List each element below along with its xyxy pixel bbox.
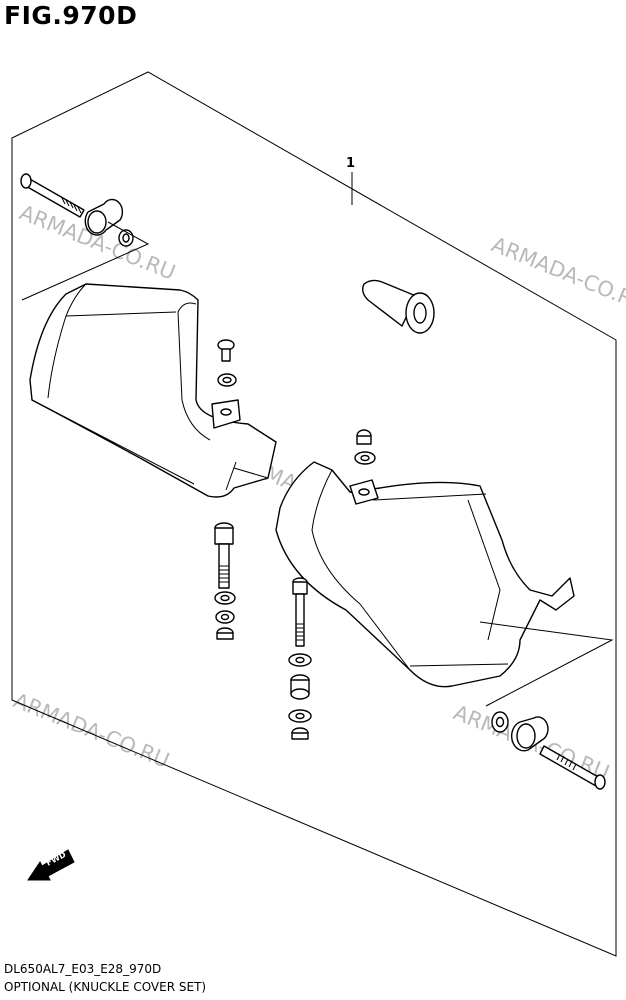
bushing-left	[214, 591, 236, 605]
bushing-right	[290, 674, 310, 700]
assembly-frame	[11, 71, 617, 957]
watermark: ARMADA-CO.RU	[10, 688, 173, 772]
watermark: ARMADA-CO.RU	[488, 232, 626, 316]
washer-left-lower	[215, 610, 235, 624]
stud-bolt-left	[214, 522, 234, 589]
leader-line	[21, 221, 150, 301]
callout-number: 1	[346, 156, 355, 171]
diagram-description: OPTIONAL (KNUCKLE COVER SET)	[4, 980, 207, 994]
diagram-code: DL650AL7_E03_E28_970D	[4, 962, 162, 976]
bar-end-bolt-right	[539, 745, 606, 790]
bar-end-bolt-left	[20, 173, 85, 218]
cap-nut-right	[356, 429, 372, 445]
screw-upper-left	[217, 339, 235, 362]
nut-left-lower	[216, 627, 234, 640]
callout-1: 1	[346, 156, 355, 205]
bar-end-weight-left	[84, 198, 124, 236]
knuckle-cover-right	[275, 461, 575, 688]
leader-line	[479, 621, 614, 707]
washer-right-1	[288, 653, 312, 667]
washer-right-top	[354, 451, 376, 465]
rubber-plug	[361, 279, 435, 334]
bar-end-weight-right	[510, 716, 549, 752]
washer-right-2	[288, 709, 312, 723]
washer-upper-left	[217, 373, 237, 387]
figure-title: FIG.970D	[4, 1, 138, 30]
nut-right-lower	[291, 727, 309, 740]
stud-bolt-right	[292, 577, 308, 647]
fwd-arrow-icon: FWD	[27, 849, 75, 881]
knuckle-cover-left	[29, 283, 277, 498]
collar-right	[491, 711, 509, 733]
